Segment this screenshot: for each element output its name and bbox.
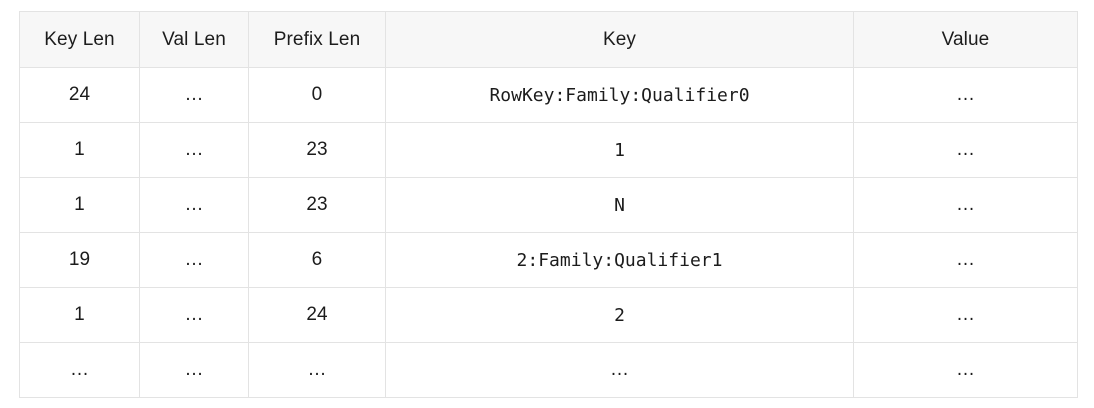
table-row: 1 … 23 1 … — [19, 122, 1078, 178]
cell-key: N — [385, 177, 854, 233]
column-header-val-len: Val Len — [139, 11, 249, 68]
cell-key: 2:Family:Qualifier1 — [385, 232, 854, 288]
cell-key: 2 — [385, 287, 854, 343]
cell-val-len: … — [139, 67, 249, 123]
cell-value: … — [853, 287, 1078, 343]
cell-key-len: 19 — [19, 232, 140, 288]
table-row: 1 … 24 2 … — [19, 287, 1078, 343]
cell-key: 1 — [385, 122, 854, 178]
table-row: 24 … 0 RowKey:Family:Qualifier0 … — [19, 67, 1078, 123]
table-body: 24 … 0 RowKey:Family:Qualifier0 … 1 … 23… — [19, 67, 1078, 398]
cell-key-len: 1 — [19, 122, 140, 178]
cell-key: RowKey:Family:Qualifier0 — [385, 67, 854, 123]
column-header-prefix-len: Prefix Len — [248, 11, 386, 68]
table-row: 19 … 6 2:Family:Qualifier1 … — [19, 232, 1078, 288]
table-header-row: Key Len Val Len Prefix Len Key Value — [19, 11, 1078, 68]
table-row: … … … … … — [19, 342, 1078, 398]
table-row: 1 … 23 N … — [19, 177, 1078, 233]
cell-val-len: … — [139, 177, 249, 233]
column-header-value: Value — [853, 11, 1078, 68]
table-header: Key Len Val Len Prefix Len Key Value — [19, 11, 1078, 68]
cell-prefix-len: 0 — [248, 67, 386, 123]
key-value-table-container: Key Len Val Len Prefix Len Key Value 24 … — [19, 11, 1078, 398]
cell-value: … — [853, 122, 1078, 178]
cell-val-len: … — [139, 342, 249, 398]
cell-prefix-len: … — [248, 342, 386, 398]
cell-key-len: … — [19, 342, 140, 398]
cell-val-len: … — [139, 287, 249, 343]
cell-val-len: … — [139, 122, 249, 178]
cell-value: … — [853, 67, 1078, 123]
cell-prefix-len: 23 — [248, 177, 386, 233]
cell-value: … — [853, 177, 1078, 233]
cell-value: … — [853, 342, 1078, 398]
column-header-key: Key — [385, 11, 854, 68]
cell-key-len: 1 — [19, 177, 140, 233]
cell-prefix-len: 23 — [248, 122, 386, 178]
cell-key-len: 24 — [19, 67, 140, 123]
cell-key: … — [385, 342, 854, 398]
cell-prefix-len: 24 — [248, 287, 386, 343]
cell-key-len: 1 — [19, 287, 140, 343]
cell-value: … — [853, 232, 1078, 288]
cell-val-len: … — [139, 232, 249, 288]
key-value-table: Key Len Val Len Prefix Len Key Value 24 … — [19, 11, 1078, 398]
column-header-key-len: Key Len — [19, 11, 140, 68]
cell-prefix-len: 6 — [248, 232, 386, 288]
